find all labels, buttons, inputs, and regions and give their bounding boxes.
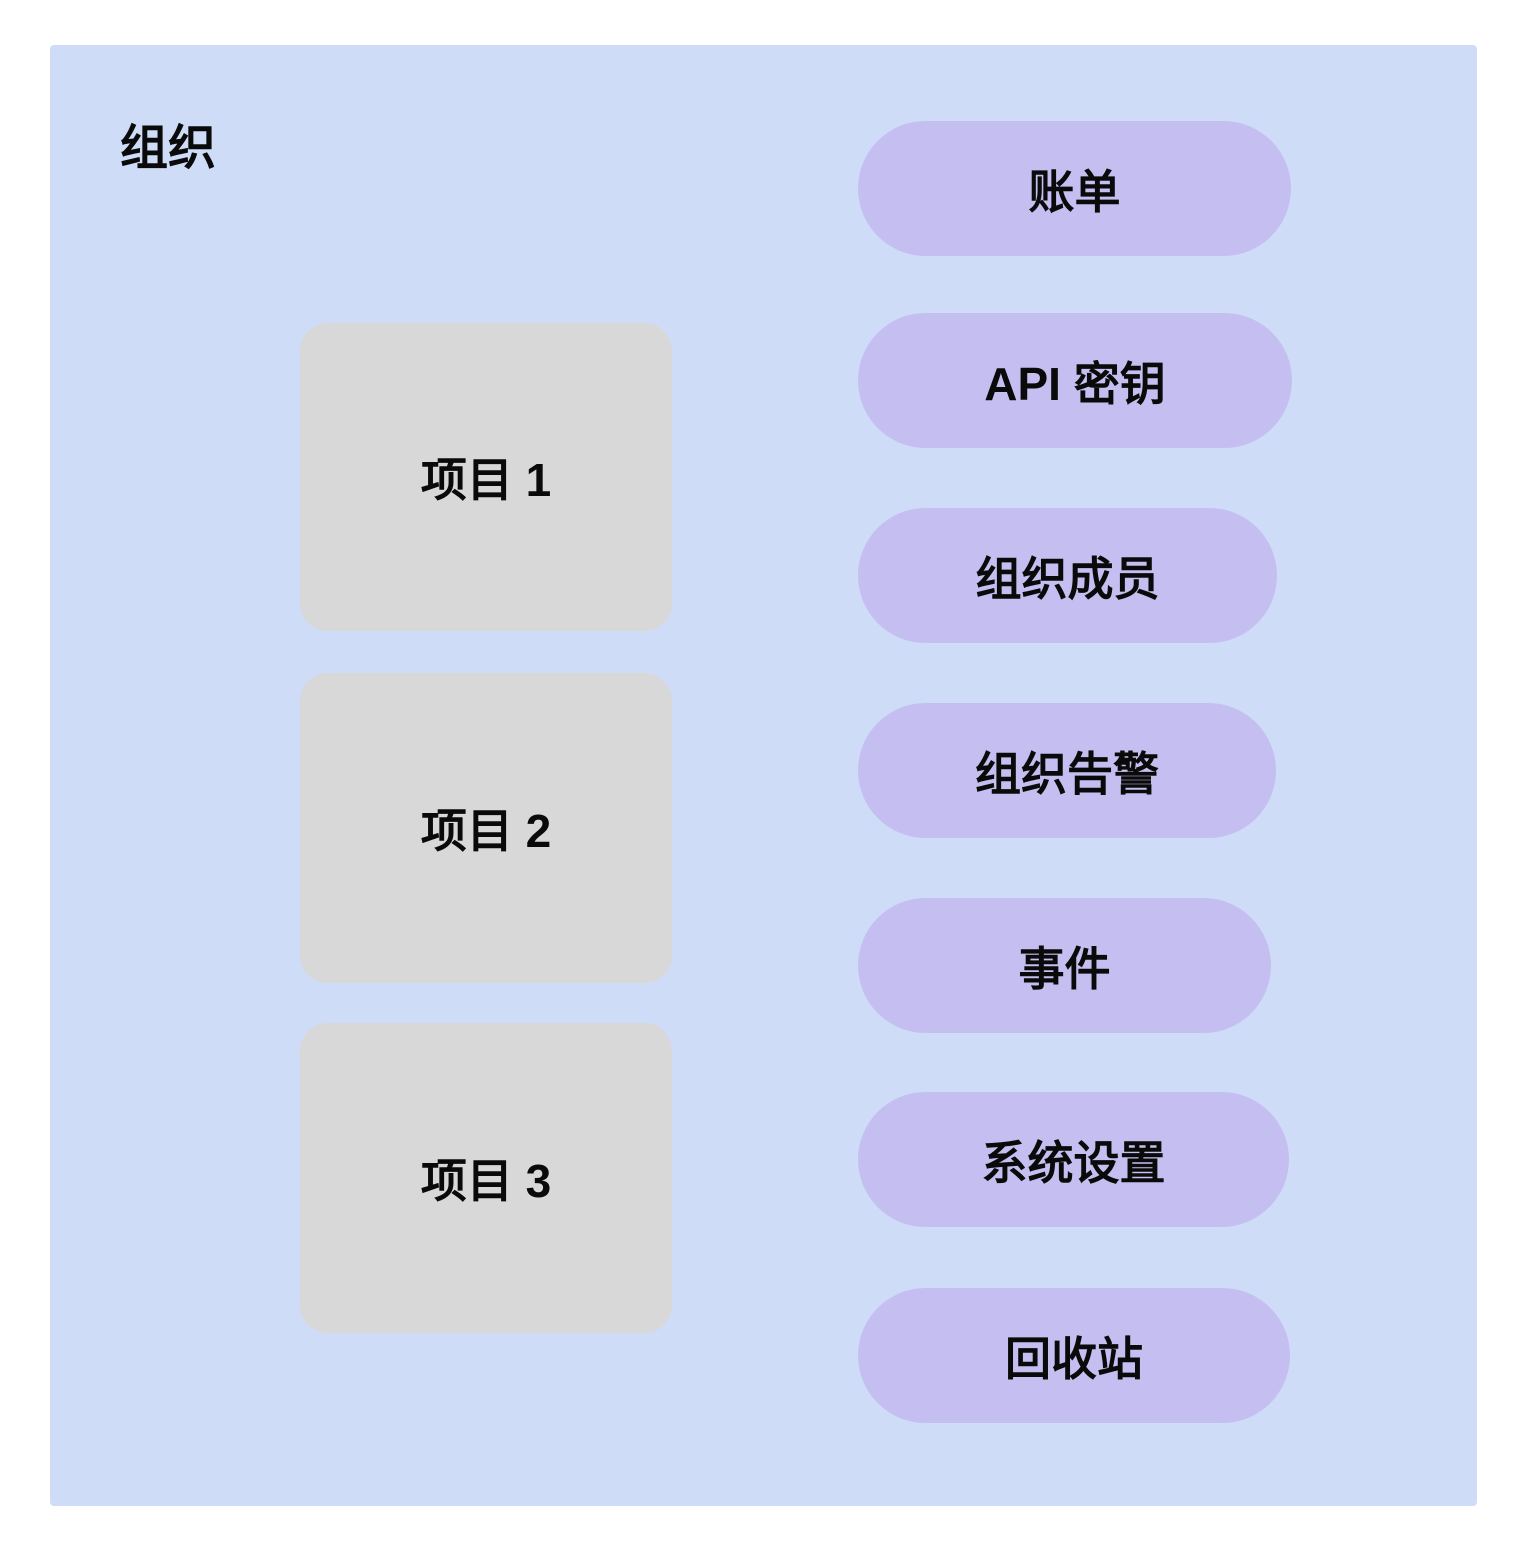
organization-container: 组织 项目 1 项目 2 项目 3 账单 API 密钥 组织成员 组织告警 事件…: [50, 45, 1477, 1506]
project-box-1: 项目 1: [300, 323, 672, 631]
menu-pill-api-keys: API 密钥: [858, 313, 1292, 448]
project-box-2: 项目 2: [300, 673, 672, 983]
organization-title: 组织: [120, 122, 217, 175]
menu-pill-system-settings: 系统设置: [858, 1092, 1289, 1227]
menu-pill-org-alerts: 组织告警: [858, 703, 1276, 838]
menu-pill-recycle-bin: 回收站: [858, 1288, 1290, 1423]
project-box-3: 项目 3: [300, 1023, 672, 1333]
menu-pill-events: 事件: [858, 898, 1271, 1033]
menu-pill-org-members: 组织成员: [858, 508, 1277, 643]
menu-pill-billing: 账单: [858, 121, 1291, 256]
